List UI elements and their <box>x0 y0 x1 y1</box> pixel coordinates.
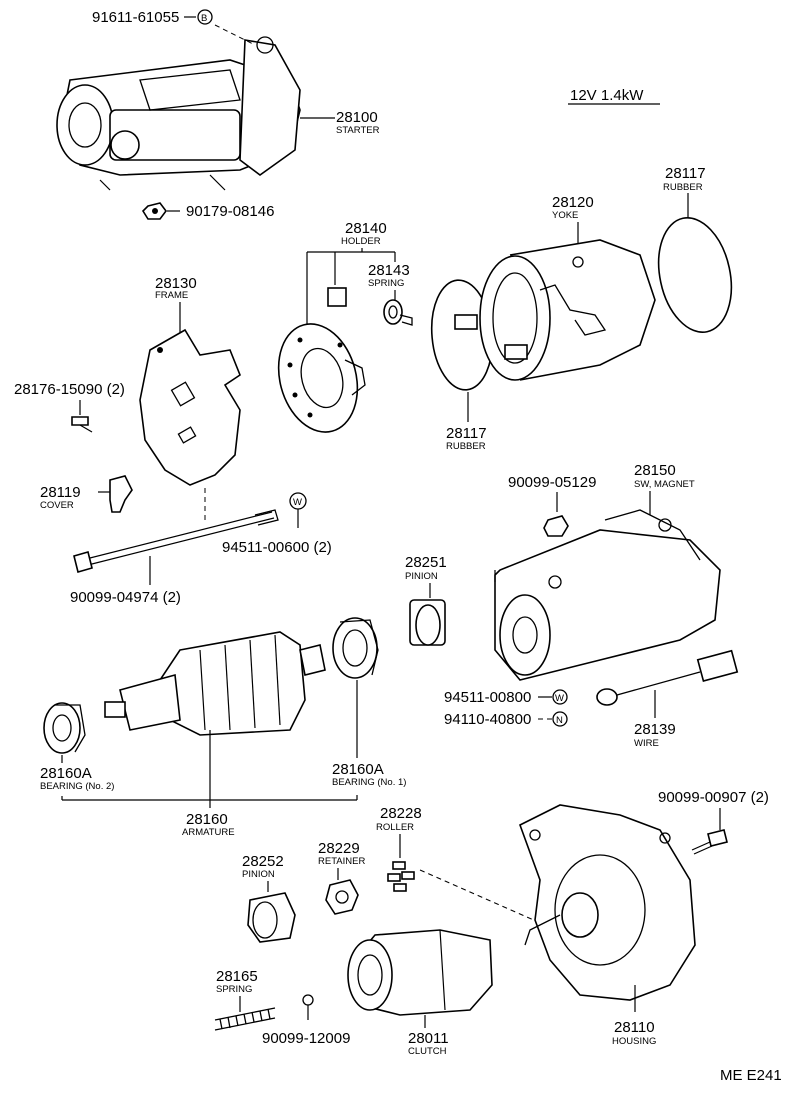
part-28119-num: 28119 <box>40 484 81 501</box>
part-28100-num: 28100 <box>336 109 378 126</box>
armature-drawing <box>104 631 326 736</box>
rubber-ring-right-drawing <box>657 217 733 333</box>
wire-drawing <box>596 649 739 706</box>
part-28117b-num: 28117 <box>446 425 487 442</box>
part-28150-num: 28150 <box>634 462 676 479</box>
part-28119-label: COVER <box>40 500 74 511</box>
n-circle-icon <box>552 711 568 727</box>
spring-drawing <box>214 1007 276 1031</box>
part-28117b-label: RUBBER <box>446 441 486 452</box>
part-94511-00800: 94511-00800 <box>444 689 531 706</box>
part-28139-label: WIRE <box>634 738 659 749</box>
part-28229-label: RETAINER <box>318 856 365 867</box>
part-28251-num: 28251 <box>405 554 447 571</box>
part-28251-label: PINION <box>405 571 438 582</box>
part-28160A-1-label: BEARING (No. 1) <box>332 777 406 788</box>
part-28150-label: SW, MAGNET <box>634 479 695 490</box>
spec-title: 12V 1.4kW <box>570 87 644 104</box>
part-94110-40800: 94110-40800 <box>444 711 531 728</box>
part-28130-label: FRAME <box>155 290 188 301</box>
housing-bolt-drawing <box>691 829 728 855</box>
b-circle-icon <box>197 9 213 25</box>
part-28160A-1-num: 28160A <box>332 761 384 778</box>
part-28110-num: 28110 <box>614 1019 655 1036</box>
part-28165-num: 28165 <box>216 968 258 985</box>
part-28229-num: 28229 <box>318 840 360 857</box>
part-91611-61055: 91611-61055 <box>92 9 179 26</box>
part-28140-label: HOLDER <box>341 236 381 247</box>
part-90179-08146: 90179-08146 <box>186 203 274 220</box>
bearing-no1-drawing <box>332 617 379 679</box>
part-90099-04974: 90099-04974 (2) <box>70 589 181 606</box>
part-94511-00600: 94511-00600 (2) <box>222 539 332 556</box>
part-90099-05129: 90099-05129 <box>508 474 596 491</box>
part-28117a-label: RUBBER <box>663 182 703 193</box>
part-28228-num: 28228 <box>380 805 422 822</box>
w-marker: W <box>293 497 302 508</box>
part-28160A-2-num: 28160A <box>40 765 92 782</box>
holder-drawing <box>277 287 366 433</box>
part-28160A-2-label: BEARING (No. 2) <box>40 781 114 792</box>
part-28120-label: YOKE <box>552 210 578 221</box>
part-28176-15090: 28176-15090 (2) <box>14 381 125 398</box>
part-90099-12009: 90099-12009 <box>262 1030 350 1047</box>
part-28117a-num: 28117 <box>665 165 706 182</box>
part-28252-num: 28252 <box>242 853 284 870</box>
part-28165-label: SPRING <box>216 984 252 995</box>
part-28252-label: PINION <box>242 869 275 880</box>
clutch-drawing <box>347 929 493 1016</box>
part-28139-num: 28139 <box>634 721 676 738</box>
retainer-drawing <box>325 879 359 915</box>
part-90099-00907: 90099-00907 (2) <box>658 789 769 806</box>
part-28120-num: 28120 <box>552 194 594 211</box>
magnet-switch-drawing <box>494 509 721 681</box>
part-28110-label: HOUSING <box>612 1036 656 1047</box>
part-28143-label: SPRING <box>368 278 404 289</box>
housing-drawing <box>519 804 696 1001</box>
starter-assembly-drawing <box>56 36 301 191</box>
pinion-28252-drawing <box>247 892 296 943</box>
part-28160-num: 28160 <box>186 811 228 828</box>
part-28011-label: CLUTCH <box>408 1046 447 1057</box>
n-marker: N <box>556 715 563 726</box>
w2-marker: W <box>555 693 564 704</box>
w2-circle-icon <box>552 689 568 705</box>
part-28140-num: 28140 <box>345 220 387 237</box>
part-28011-num: 28011 <box>408 1030 449 1047</box>
frame-drawing <box>139 328 241 486</box>
ball-drawing <box>302 994 314 1006</box>
yoke-drawing <box>454 239 656 381</box>
pinion-28251-drawing <box>409 599 446 646</box>
through-bolt-drawing <box>73 509 279 573</box>
part-28100-label: STARTER <box>336 125 380 136</box>
figure-code: ME E241 <box>720 1067 782 1084</box>
part-28228-label: ROLLER <box>376 822 414 833</box>
part-28160-label: ARMATURE <box>182 827 235 838</box>
part-28130-num: 28130 <box>155 275 197 292</box>
bearing-no2-drawing <box>43 702 86 754</box>
b-marker: B <box>201 13 207 24</box>
roller-drawing <box>387 861 415 892</box>
part-28143-num: 28143 <box>368 262 410 279</box>
